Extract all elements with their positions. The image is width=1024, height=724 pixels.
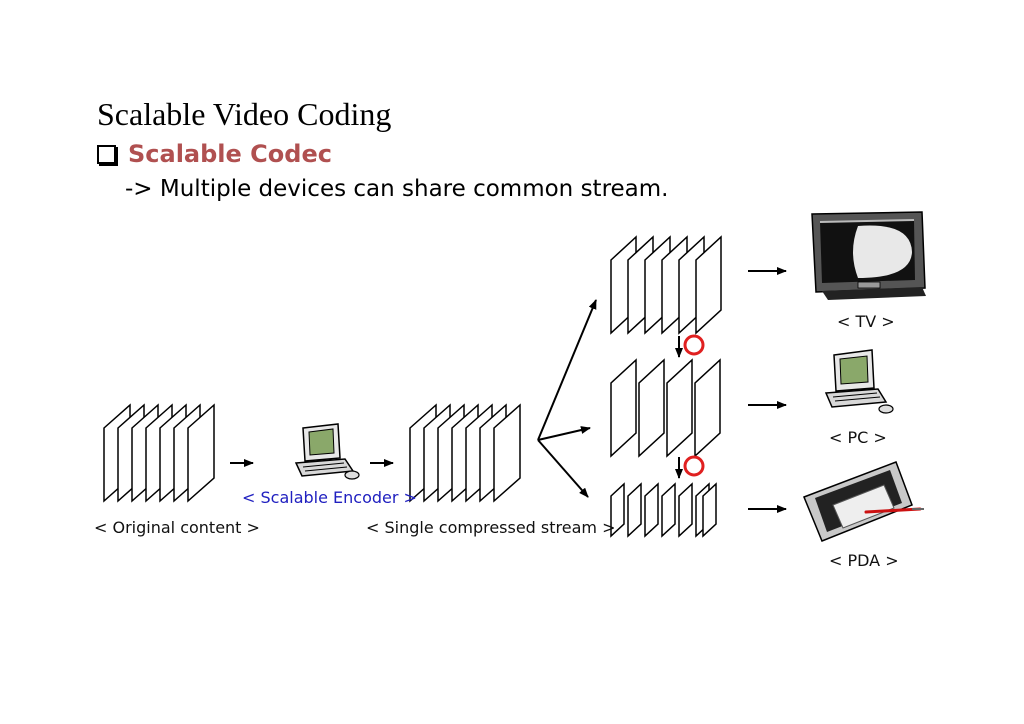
- label-single-compressed-stream: < Single compressed stream >: [366, 518, 616, 537]
- arrow-stream-to-pc-layer: [537, 426, 591, 441]
- pda-icon: [803, 461, 924, 542]
- marker-circle-upper: [683, 334, 705, 356]
- tv-layer-frames: [610, 235, 722, 335]
- label-pda: < PDA >: [829, 551, 899, 570]
- arrow-stream-to-pda-layer: [537, 439, 589, 498]
- pc-icon: [824, 349, 894, 414]
- encoder-computer-icon: [294, 423, 360, 480]
- label-original-content: < Original content >: [94, 518, 260, 537]
- label-tv: < TV >: [837, 312, 895, 331]
- pda-layer-frames: [610, 482, 717, 538]
- marker-circle-lower: [683, 455, 705, 477]
- stream-frames: [409, 403, 521, 503]
- arrows: [230, 267, 787, 513]
- bullet-row: Scalable Codec: [97, 140, 332, 168]
- bullet-square-icon: [97, 145, 116, 164]
- label-pc: < PC >: [829, 428, 887, 447]
- original-frames: [103, 403, 215, 503]
- bullet-heading: Scalable Codec: [128, 140, 332, 168]
- tv-icon: [811, 211, 926, 300]
- label-scalable-encoder: < Scalable Encoder >: [242, 488, 417, 507]
- slide-title: Scalable Video Coding: [97, 96, 392, 132]
- subheading: -> Multiple devices can share common str…: [125, 176, 669, 202]
- pc-layer-frames: [610, 358, 721, 458]
- arrow-stream-to-tv-layer: [537, 299, 597, 441]
